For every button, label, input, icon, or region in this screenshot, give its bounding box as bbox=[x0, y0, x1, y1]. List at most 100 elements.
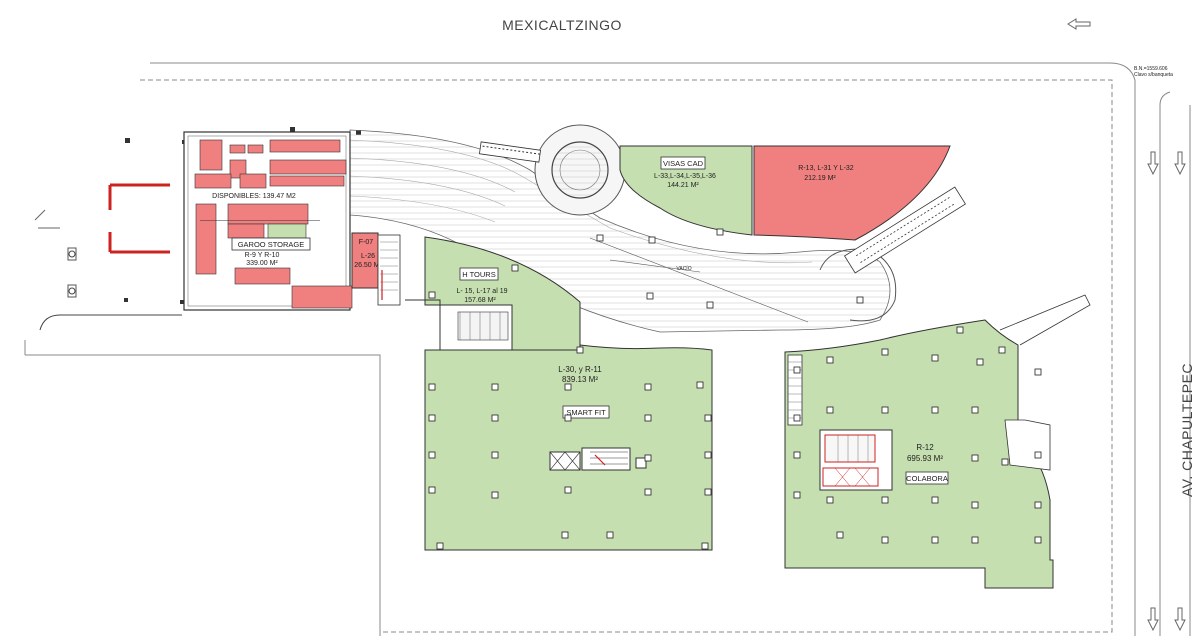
roundabout bbox=[534, 124, 626, 216]
column-marker bbox=[1034, 501, 1042, 509]
escalator-north bbox=[479, 141, 541, 163]
benchmark-line2: Clavo s/banqueta bbox=[1134, 72, 1173, 78]
column-marker bbox=[428, 451, 436, 459]
arrow-down-icon bbox=[1174, 151, 1186, 176]
column-marker bbox=[881, 406, 889, 414]
column-marker bbox=[998, 346, 1006, 354]
column-marker bbox=[644, 488, 652, 496]
column-marker bbox=[491, 383, 499, 391]
column-marker bbox=[1034, 536, 1042, 544]
street-name-north: MEXICALTZINGO bbox=[502, 17, 622, 33]
column-marker bbox=[428, 486, 436, 494]
column-marker bbox=[704, 488, 712, 496]
column-marker bbox=[428, 291, 436, 299]
column-marker bbox=[644, 383, 652, 391]
column-marker bbox=[856, 296, 864, 304]
disponibles-label: DISPONIBLES: 139.47 M2 bbox=[212, 193, 296, 200]
unit-area: 144.21 M² bbox=[667, 182, 699, 189]
column-marker bbox=[644, 454, 652, 462]
column-marker bbox=[564, 414, 572, 422]
column-marker bbox=[704, 451, 712, 459]
unit-area: 839.13 M² bbox=[562, 375, 598, 384]
column-marker bbox=[881, 536, 889, 544]
unit-code: L-26 bbox=[361, 253, 375, 260]
escalator-east bbox=[844, 186, 966, 274]
unit-tag: F-07 bbox=[359, 239, 374, 246]
unit-r13[interactable]: R-13, L-31 Y L-32 212.19 M² bbox=[753, 145, 951, 241]
benchmark-line1: B.N.=1559.606 bbox=[1134, 66, 1168, 72]
arrow-down-icon bbox=[1147, 607, 1159, 632]
arrow-down-icon bbox=[1147, 151, 1159, 176]
service-core bbox=[405, 299, 513, 351]
column-marker bbox=[836, 531, 844, 539]
column-marker bbox=[971, 536, 979, 544]
column-marker bbox=[561, 531, 569, 539]
column-marker bbox=[826, 356, 834, 364]
unit-smart-fit[interactable]: SMART FIT L-30, y R-11 839.13 M² bbox=[424, 344, 713, 551]
column-marker bbox=[648, 236, 656, 244]
column-marker bbox=[1034, 451, 1042, 459]
unit-code: L- 15, L-17 al 19 bbox=[457, 288, 508, 295]
unit-code: R-13, L-31 Y L-32 bbox=[798, 165, 853, 172]
site-boundary bbox=[24, 62, 1191, 636]
unit-area: 695.93 M² bbox=[907, 454, 943, 463]
column-marker bbox=[436, 542, 444, 550]
column-marker bbox=[931, 496, 939, 504]
unit-tag: SMART FIT bbox=[566, 408, 606, 417]
column-marker bbox=[793, 491, 801, 499]
column-marker bbox=[1001, 458, 1009, 466]
unit-tag: VISAS CAD bbox=[663, 159, 704, 168]
column-marker bbox=[971, 501, 979, 509]
column-marker bbox=[491, 491, 499, 499]
column-marker bbox=[564, 383, 572, 391]
unit-area: 212.19 M² bbox=[804, 175, 836, 182]
column-marker bbox=[564, 486, 572, 494]
column-marker bbox=[491, 414, 499, 422]
column-marker bbox=[511, 264, 519, 272]
column-marker bbox=[881, 496, 889, 504]
unit-tag: COLABORA bbox=[906, 474, 948, 483]
column-marker bbox=[976, 358, 984, 366]
unit-tag: H TOURS bbox=[462, 270, 495, 279]
column-marker bbox=[576, 346, 584, 354]
unit-garoo-storage[interactable]: GAROO STORAGE R-9 Y R-10 339.00 M² DISPO… bbox=[183, 131, 353, 311]
garoo-tag: GAROO STORAGE bbox=[238, 240, 305, 249]
column-marker bbox=[704, 414, 712, 422]
column-marker bbox=[793, 451, 801, 459]
vacio-label: VACÍO bbox=[676, 265, 691, 272]
column-marker bbox=[644, 414, 652, 422]
column-marker bbox=[826, 406, 834, 414]
unit-visas-cad[interactable]: VISAS CAD L-33,L-34,L-35,L-36 144.21 M² bbox=[619, 145, 753, 236]
column-marker bbox=[881, 348, 889, 356]
column-marker bbox=[826, 496, 834, 504]
column-marker bbox=[793, 366, 801, 374]
unit-colabora[interactable]: COLABORA R-12 695.93 M² bbox=[784, 294, 1091, 589]
column-marker bbox=[606, 531, 614, 539]
column-marker bbox=[706, 301, 714, 309]
column-marker bbox=[716, 228, 724, 236]
column-marker bbox=[696, 381, 704, 389]
column-marker bbox=[428, 383, 436, 391]
structural-columns bbox=[428, 228, 1042, 550]
unit-code: L-30, y R-11 bbox=[558, 365, 602, 374]
garoo-code: R-9 Y R-10 bbox=[245, 252, 280, 259]
west-parking-area bbox=[34, 183, 182, 331]
arrow-left-icon bbox=[1067, 18, 1091, 30]
column-marker bbox=[428, 414, 436, 422]
garoo-area: 339.00 M² bbox=[246, 260, 278, 267]
column-marker bbox=[1034, 368, 1042, 376]
stair-west bbox=[377, 234, 401, 306]
column-marker bbox=[956, 326, 964, 334]
unit-area: 157.68 M² bbox=[464, 297, 496, 304]
column-marker bbox=[931, 354, 939, 362]
column-marker bbox=[646, 292, 654, 300]
arrow-down-icon bbox=[1174, 607, 1186, 632]
column-marker bbox=[596, 234, 604, 242]
unit-area: 26.50 M² bbox=[354, 262, 382, 269]
column-marker bbox=[971, 406, 979, 414]
column-marker bbox=[701, 542, 709, 550]
column-marker bbox=[491, 451, 499, 459]
column-marker bbox=[931, 406, 939, 414]
column-marker bbox=[793, 414, 801, 422]
